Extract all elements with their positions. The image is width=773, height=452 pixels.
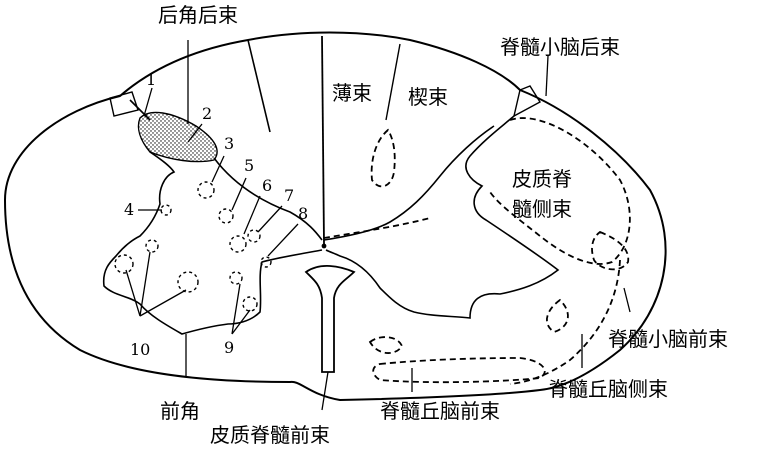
label-anterior-horn: 前角 (160, 399, 200, 423)
nucleus-10c (177, 271, 199, 293)
substantia-gelatinosa (137, 111, 218, 163)
number-4: 4 (124, 200, 135, 219)
number-5: 5 (244, 156, 255, 175)
leader-5 (231, 177, 247, 211)
cord-outline (3, 31, 667, 402)
nucleus-8 (260, 256, 272, 268)
label-anterior-spinothalamic: 脊髓丘脑前束 (380, 399, 500, 423)
nucleus-5 (218, 208, 234, 224)
nucleus-9b (242, 296, 258, 312)
tract-boundaries (323, 117, 631, 385)
leader-anterior-corticospinal (321, 371, 329, 411)
lateral-corticospinal-dashed (489, 117, 631, 265)
gracilis-lower-dashed (323, 217, 431, 239)
label-fasciculus-cuneatus: 楔束 (408, 85, 448, 109)
anterior-spinocerebellar-dashed (509, 259, 621, 385)
nuclei (114, 181, 272, 312)
leader-anterior-spinocerebellar (623, 287, 631, 313)
leader-posterior-spinocerebellar (545, 55, 549, 97)
leader-10 (125, 251, 187, 317)
label-fasciculus-gracilis: 薄束 (332, 81, 372, 105)
number-9: 9 (224, 338, 235, 357)
right-grey-matter (323, 115, 560, 319)
spinothalamic-lateral-dashed (546, 298, 569, 333)
left-grey-matter (102, 99, 323, 335)
right-dorsal-root (512, 85, 541, 118)
nucleus-10b (114, 254, 134, 274)
number-8: 8 (298, 204, 309, 223)
label-anterior-spinocerebellar: 脊髓小脑前束 (608, 327, 728, 351)
nucleus-3 (197, 181, 215, 199)
anterior-spinothalamic-dashed (372, 357, 546, 384)
leader-lines (125, 40, 631, 411)
label-lateral-spinothalamic: 脊髓丘脑侧束 (548, 377, 668, 401)
leader-1 (143, 87, 153, 117)
anterior-median-fissure (304, 265, 356, 373)
nucleus-10a (145, 239, 159, 253)
spinocerebellar-dashed (591, 230, 630, 271)
number-7: 7 (284, 186, 295, 205)
nucleus-9 (229, 271, 243, 285)
number-1: 1 (146, 70, 157, 89)
number-2: 2 (202, 104, 213, 123)
label-lateral-corticospinal-1: 皮质脊 (512, 167, 572, 191)
cuneatus-dashed (370, 128, 396, 188)
nucleus-7 (247, 229, 261, 243)
nucleus-4 (160, 204, 172, 216)
leader-6 (243, 195, 261, 235)
number-10: 10 (130, 340, 151, 359)
leader-2 (187, 123, 203, 143)
label-posterior-spinocerebellar: 脊髓小脑后束 (500, 35, 620, 59)
posterior-boundary-left (247, 39, 271, 133)
leader-7 (257, 205, 283, 233)
label-anterior-corticospinal: 皮质脊髓前束 (210, 423, 330, 447)
label-lateral-corticospinal-2: 髓侧束 (512, 197, 572, 221)
nucleus-6 (229, 235, 247, 253)
leader-3 (211, 155, 225, 183)
central-canal (321, 243, 327, 249)
leader-9 (231, 283, 251, 335)
number-3: 3 (224, 134, 235, 153)
number-6: 6 (262, 176, 273, 195)
gracilis-cuneatus-line (385, 43, 401, 121)
leader-8 (267, 223, 299, 257)
posterior-median-septum (321, 35, 325, 245)
left-dorsal-root (109, 91, 139, 117)
label-posterior-horn-posterior-tract: 后角后束 (158, 3, 238, 27)
anterior-corticospinal-dashed (368, 336, 404, 354)
